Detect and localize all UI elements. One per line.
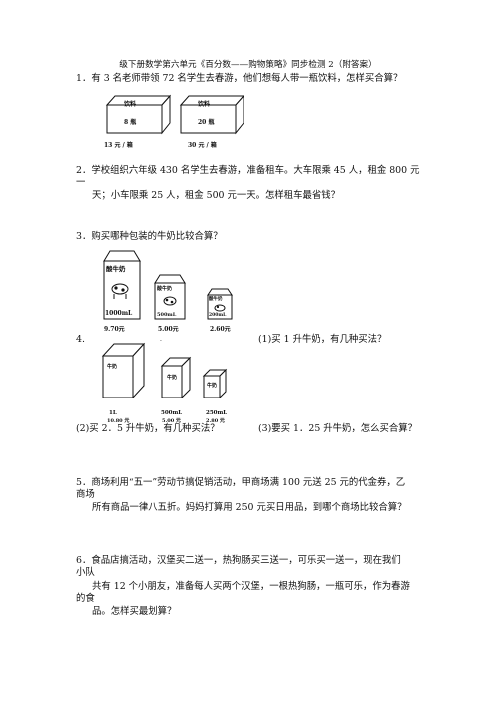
carton-1-price: 9.70元 xyxy=(104,326,125,333)
question-5-line1: 5．商场利用“五一”劳动节搞促销活动，甲商场满 100 元送 25 元的代金券，… xyxy=(76,477,406,488)
carton-3-name: 酸牛奶 xyxy=(209,297,223,302)
question-3-text: 3．购买哪种包装的牛奶比较合算？ xyxy=(76,231,223,242)
question-2-line1: 2．学校组织六年级 430 名学生去春游，准备租车。大车限乘 45 人，租金 8… xyxy=(76,165,420,176)
drink-box-illustrations xyxy=(105,94,244,135)
milk-2-name: 牛奶 xyxy=(167,375,178,381)
carton-1-name: 酸牛奶 xyxy=(106,265,126,273)
question-6-line1-wrap: 小队 xyxy=(76,567,95,578)
question-4-sub1: (1)买 1 升牛奶，有几种买法？ xyxy=(258,334,387,345)
question-2-line2: 天；小车限乘 25 人，租金 500 元一天。怎样租车最省钱？ xyxy=(92,190,340,201)
question-2-line1-wrap: 一 xyxy=(76,177,86,188)
milk-2-price: 5.00 元 xyxy=(162,418,181,424)
box-b-top-label: 饮料 xyxy=(198,101,211,108)
milk-box-250ml xyxy=(202,368,228,398)
carton-3-price: 2.60元 xyxy=(210,326,231,333)
carton-2-name: 酸牛奶 xyxy=(157,286,173,292)
yogurt-carton-200 xyxy=(207,288,233,320)
milk-2-volume: 500mL xyxy=(161,410,183,416)
question-6-line1: 6．食品店搞活动，汉堡买二送一，热狗肠买三送一，可乐买一送一，现在我们 xyxy=(76,555,401,566)
question-4-number: 4. xyxy=(76,334,85,345)
question-5-line2: 所有商品一律八五折。妈妈打算用 250 元买日用品，到哪个商场比较合算？ xyxy=(92,502,407,513)
yogurt-carton-illustrations xyxy=(103,250,233,320)
question-6-line3: 品。怎样买最划算？ xyxy=(92,606,177,617)
milk-box-1l xyxy=(101,342,146,398)
yogurt-carton-1000 xyxy=(103,250,141,320)
carton-1-volume: 1000mL xyxy=(105,310,133,317)
question-6-line2-wrap: 的食 xyxy=(76,593,95,604)
question-4-dot: . xyxy=(160,336,162,343)
milk-box-500ml xyxy=(160,356,192,398)
question-6-line2: 共有 12 个小朋友，准备每人买两个汉堡，一根热狗肠，一瓶可乐，作为春游 xyxy=(92,581,410,592)
drink-box-20 xyxy=(179,95,244,135)
milk-1-volume: 1L xyxy=(109,410,117,416)
carton-2-volume: 500mL xyxy=(157,312,177,318)
box-a-count: 8 瓶 xyxy=(124,119,137,126)
carton-3-volume: 200mL xyxy=(209,313,227,318)
milk-box-illustrations xyxy=(101,342,228,398)
box-b-count: 20 瓶 xyxy=(198,119,215,126)
question-4-sub2: (2)买 2．5 升牛奶，有几种买法？ xyxy=(76,423,220,434)
page-title: 级下册数学第六单元《百分数——购物策略》同步检测 2（附答案） xyxy=(119,60,377,70)
box-a-top-label: 饮料 xyxy=(124,101,137,108)
box-b-price: 30 元 / 箱 xyxy=(188,142,217,149)
carton-2-price: 5.00元 xyxy=(158,326,179,333)
milk-3-price: 2.80 元 xyxy=(206,418,225,424)
question-5-line1-wrap: 商场 xyxy=(76,489,95,500)
yogurt-carton-500 xyxy=(154,274,186,320)
milk-1-price: 10.80 元 xyxy=(107,418,130,424)
drink-box-8 xyxy=(105,94,172,135)
question-1-text: 1．有 3 名老师带领 72 名学生去春游，他们想每人带一瓶饮料，怎样买合算？ xyxy=(76,73,403,84)
milk-1-name: 牛奶 xyxy=(107,364,118,370)
milk-3-name: 牛奶 xyxy=(207,383,218,389)
question-4-sub3: (3)要买 1．25 升牛奶，怎么买合算？ xyxy=(258,423,418,434)
box-a-price: 13 元 / 箱 xyxy=(104,142,133,149)
milk-3-volume: 250mL xyxy=(206,410,228,416)
